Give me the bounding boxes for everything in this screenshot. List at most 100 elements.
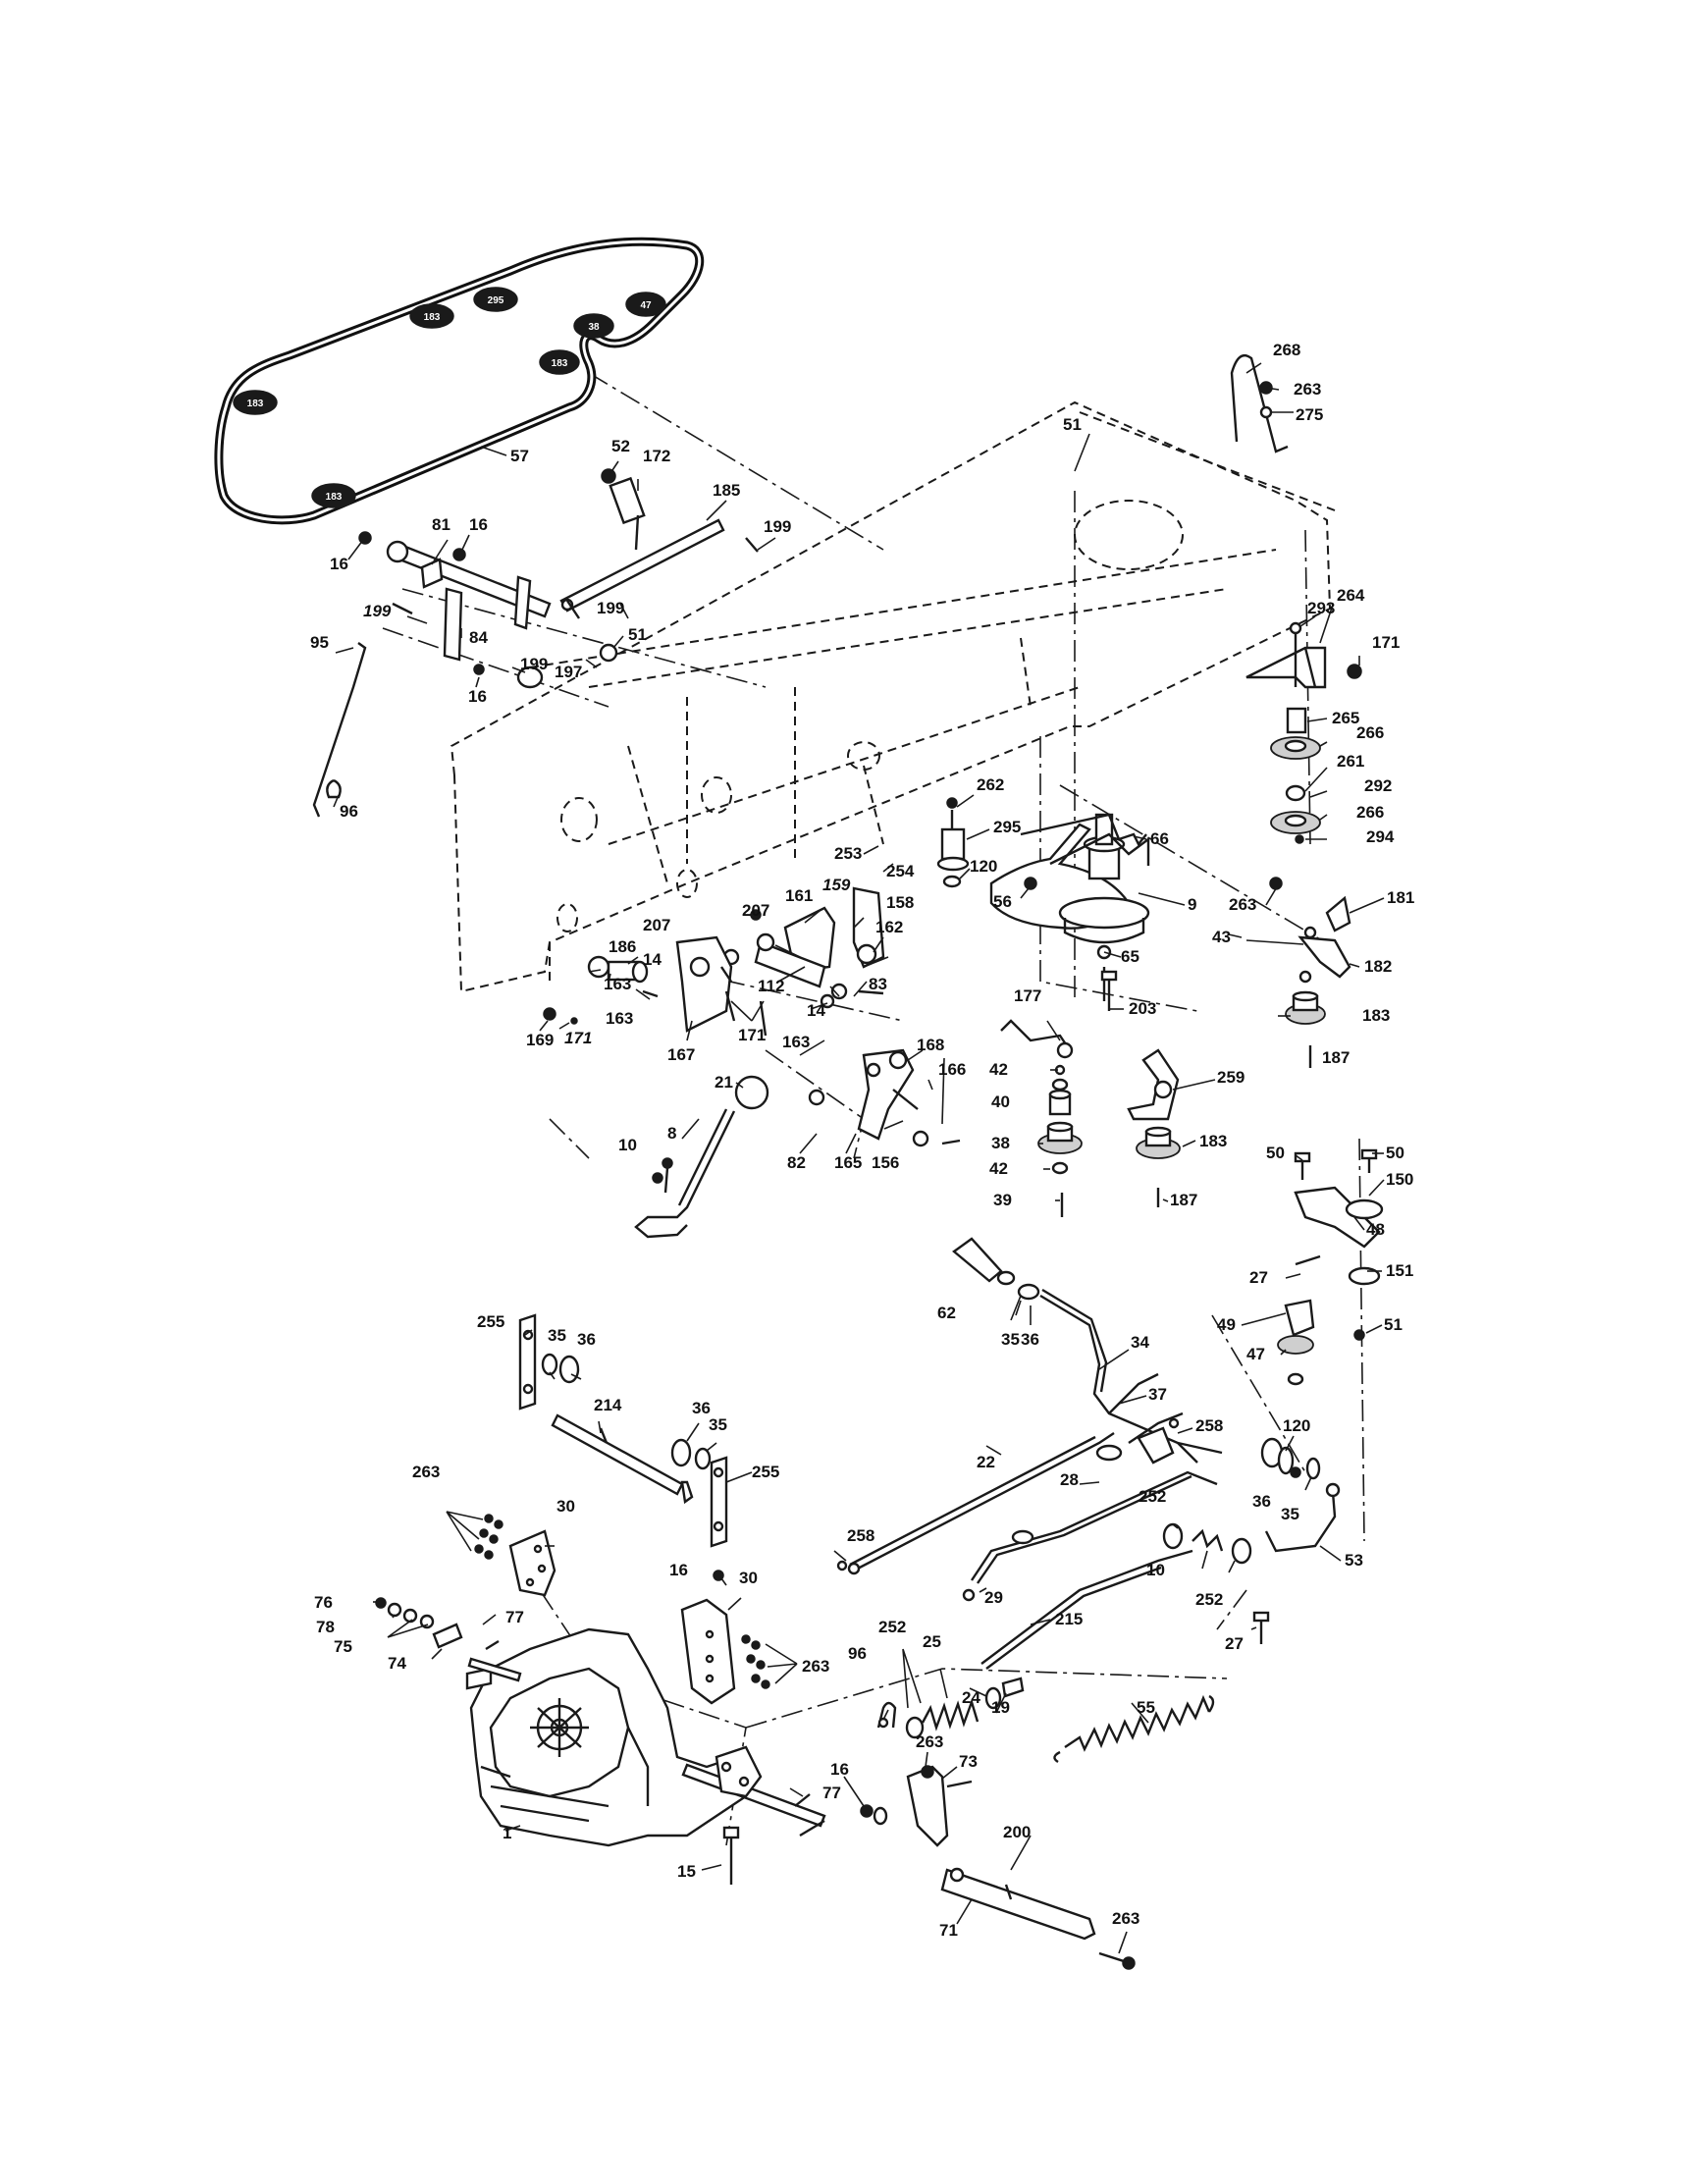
callout-48: 48	[1366, 1220, 1385, 1239]
belt-pulley-tag: 183	[409, 303, 454, 329]
callout-200: 200	[1003, 1823, 1031, 1841]
callout-75: 75	[334, 1637, 352, 1656]
callout-38: 38	[991, 1134, 1010, 1152]
callout-49: 49	[1217, 1315, 1236, 1334]
callout-71: 71	[939, 1921, 958, 1940]
callout-156: 156	[872, 1153, 899, 1172]
callout-120: 120	[970, 857, 997, 876]
callout-159: 159	[822, 876, 851, 894]
callout-265: 265	[1332, 709, 1359, 727]
callout-16: 16	[469, 515, 488, 534]
callout-39: 39	[993, 1191, 1012, 1209]
belt-pulley-tag: 47	[625, 292, 666, 317]
callout-263: 263	[916, 1732, 943, 1751]
callout-15: 15	[677, 1862, 696, 1881]
callout-16: 16	[468, 687, 487, 706]
callout-214: 214	[594, 1396, 622, 1414]
callout-182: 182	[1364, 957, 1392, 976]
callout-163: 163	[782, 1033, 810, 1051]
callout-199: 199	[520, 655, 548, 673]
callout-253: 253	[834, 844, 862, 863]
callout-42: 42	[989, 1159, 1008, 1178]
callout-95: 95	[310, 633, 329, 652]
callout-16: 16	[830, 1760, 849, 1779]
callout-25: 25	[923, 1632, 941, 1651]
callout-77: 77	[822, 1784, 841, 1802]
callout-50: 50	[1386, 1144, 1404, 1162]
callout-171: 171	[738, 1026, 766, 1044]
callout-28: 28	[1060, 1470, 1079, 1489]
belt-57: 183 295 183 183 47 38 183	[214, 237, 705, 525]
frame-outline	[450, 400, 1336, 993]
callout-35: 35	[709, 1415, 727, 1434]
leader-lines	[333, 362, 1385, 1954]
callout-151: 151	[1386, 1261, 1413, 1280]
callout-40: 40	[991, 1092, 1010, 1111]
callout-163: 163	[606, 1009, 633, 1028]
lower-right-parts	[1260, 1148, 1384, 1553]
callout-199: 199	[597, 599, 624, 617]
callout-82: 82	[787, 1153, 806, 1172]
callout-30: 30	[556, 1497, 575, 1516]
belt-pulley-tag: 183	[233, 390, 278, 415]
callout-165: 165	[834, 1153, 862, 1172]
callout-263: 263	[1229, 895, 1256, 914]
svg-text:183: 183	[552, 358, 568, 369]
callout-81: 81	[432, 515, 450, 534]
callout-207: 207	[742, 901, 769, 920]
callout-168: 168	[917, 1036, 944, 1054]
callout-34: 34	[1131, 1333, 1149, 1352]
callout-62: 62	[937, 1304, 956, 1322]
assembly-lines	[382, 372, 1365, 1846]
callout-37: 37	[1148, 1385, 1167, 1404]
callout-35: 35	[1001, 1330, 1020, 1349]
callout-57: 57	[510, 447, 529, 465]
callout-84: 84	[469, 628, 488, 647]
callout-177: 177	[1014, 986, 1041, 1005]
callout-185: 185	[713, 481, 740, 500]
svg-text:183: 183	[424, 312, 441, 323]
callout-162: 162	[875, 918, 903, 936]
belt-pulley-tag: 295	[473, 287, 518, 312]
callout-166: 166	[938, 1060, 966, 1079]
callout-51: 51	[1384, 1315, 1403, 1334]
callout-66: 66	[1150, 829, 1169, 848]
callout-295: 295	[993, 818, 1021, 836]
callout-263: 263	[1112, 1909, 1139, 1928]
callout-161: 161	[785, 886, 813, 905]
center-pulleys	[936, 797, 1181, 1217]
callout-30: 30	[739, 1569, 758, 1587]
callout-255: 255	[752, 1463, 779, 1481]
callout-258: 258	[1195, 1416, 1223, 1435]
spring-parts	[799, 1677, 1215, 1970]
callout-167: 167	[667, 1045, 695, 1064]
callout-56: 56	[993, 892, 1012, 911]
callout-52: 52	[611, 437, 630, 455]
callout-73: 73	[959, 1752, 978, 1771]
right-upper-parts	[1230, 353, 1362, 1068]
callout-169: 169	[526, 1031, 554, 1049]
callout-8: 8	[667, 1124, 676, 1143]
callout-10: 10	[618, 1136, 637, 1154]
callout-47: 47	[1246, 1345, 1265, 1363]
callout-29: 29	[984, 1588, 1003, 1607]
svg-text:183: 183	[326, 492, 343, 503]
callout-43: 43	[1212, 928, 1231, 946]
callout-259: 259	[1217, 1068, 1245, 1087]
callout-36: 36	[692, 1399, 711, 1417]
callout-55: 55	[1137, 1698, 1155, 1717]
callout-96: 96	[340, 802, 358, 821]
svg-text:47: 47	[640, 300, 652, 311]
callout-183: 183	[1362, 1006, 1390, 1025]
belt-pulley-tag: 183	[539, 349, 580, 375]
callout-16: 16	[669, 1561, 688, 1579]
callout-1: 1	[503, 1824, 511, 1842]
callout-35: 35	[548, 1326, 566, 1345]
callout-199: 199	[764, 517, 791, 536]
callout-197: 197	[555, 663, 582, 681]
callout-27: 27	[1225, 1634, 1244, 1653]
transaxle	[375, 1597, 826, 1885]
callout-255: 255	[477, 1312, 504, 1331]
callout-258: 258	[847, 1526, 874, 1545]
callout-252: 252	[878, 1618, 906, 1636]
